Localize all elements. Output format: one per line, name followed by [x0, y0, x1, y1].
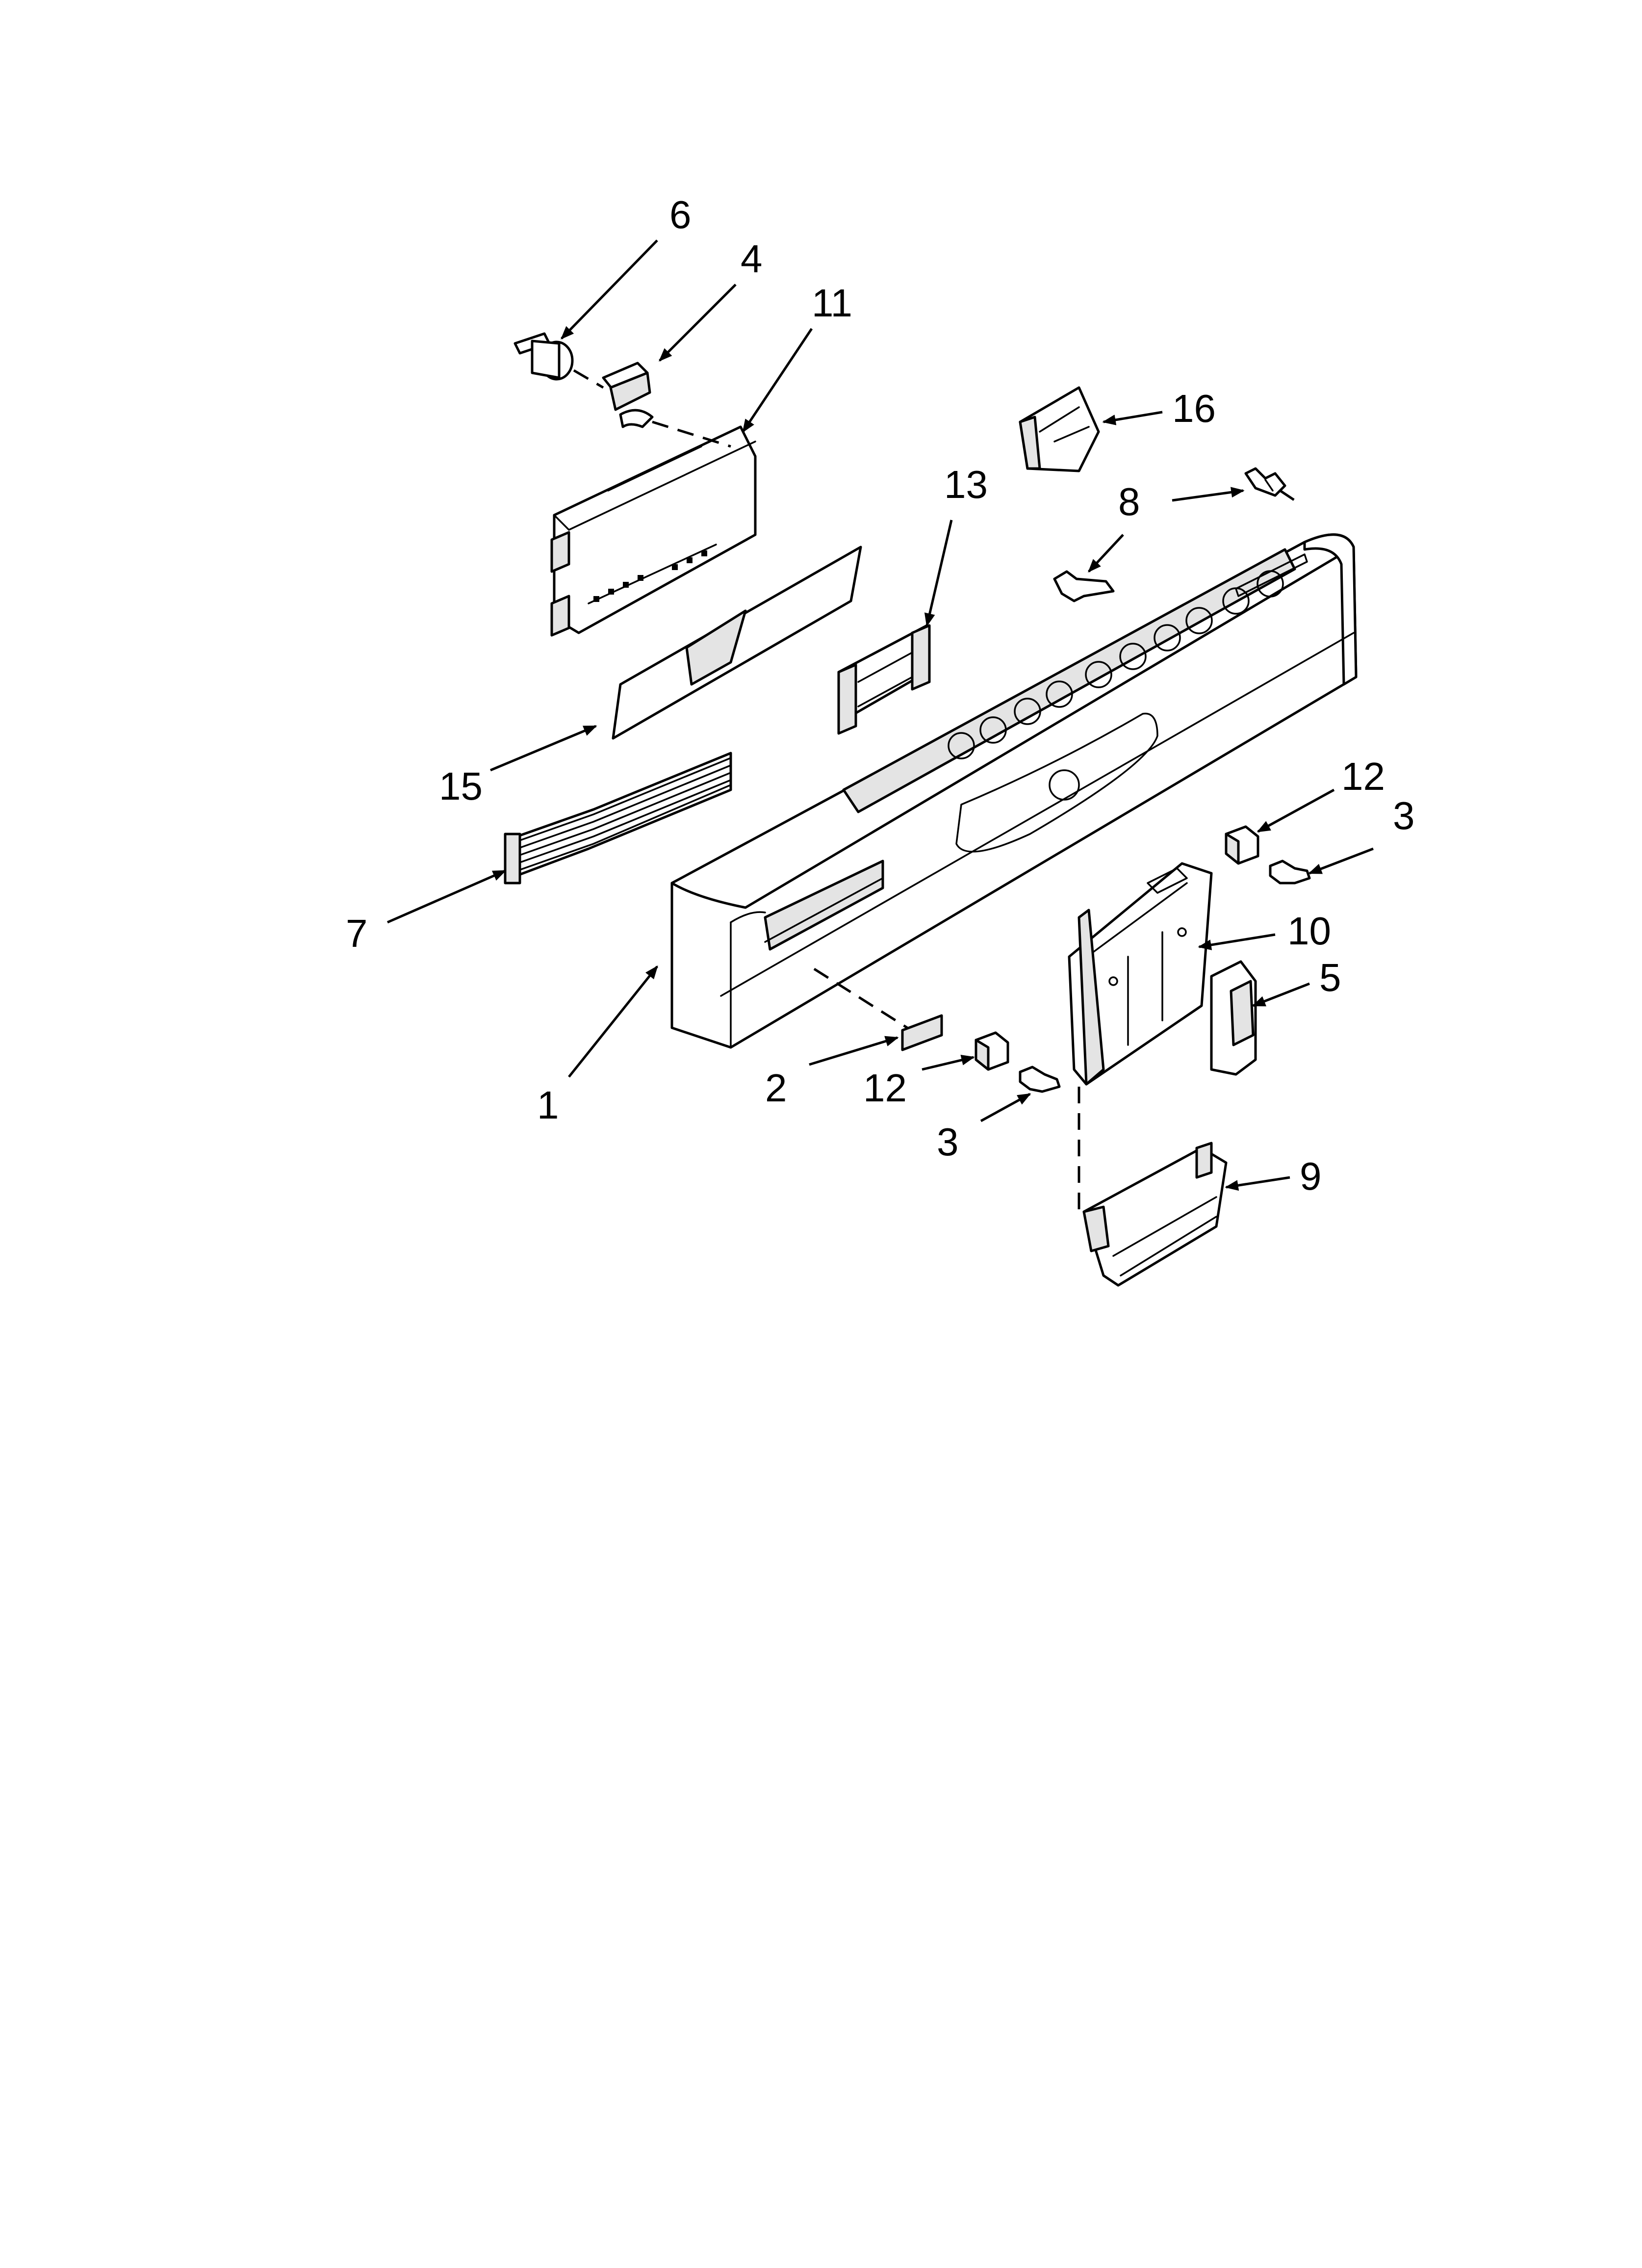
callout-16: 16: [1172, 387, 1216, 430]
callout-11: 11: [812, 281, 852, 325]
callout-5: 5: [1319, 956, 1341, 999]
handle-bracket-part: [1082, 1142, 1228, 1287]
assembly-dashed-lines: [573, 369, 1296, 1212]
callout-3-left: 3: [937, 1120, 959, 1164]
ribbon-cable-part: [504, 752, 732, 885]
callout-9: 9: [1300, 1154, 1322, 1198]
bracket-part: [837, 624, 931, 735]
callout-6: 6: [669, 193, 692, 236]
console-panel-part: [670, 533, 1358, 1049]
callout-labels: 6 4 11 16 13 8 15 12 3 7 10 5 1 2 12 3 9: [346, 193, 1415, 1198]
screw-part-upper: [1244, 467, 1286, 497]
callout-13: 13: [944, 463, 988, 506]
callout-15: 15: [439, 764, 483, 808]
leader-arrows: [386, 239, 1374, 1191]
callout-7: 7: [346, 912, 368, 955]
callout-4: 4: [741, 237, 763, 281]
clip-housing-part: [1019, 386, 1100, 472]
clip-part-right: [1225, 825, 1259, 865]
screw-part-right: [1269, 860, 1311, 885]
callout-8: 8: [1118, 480, 1140, 523]
shield-part: [612, 546, 862, 740]
control-board-part: [550, 425, 757, 637]
label-part: [901, 1014, 943, 1051]
callout-1: 1: [537, 1083, 559, 1127]
clip-part-left: [975, 1031, 1009, 1071]
mounting-bracket-part: [1068, 862, 1213, 1086]
callout-10: 10: [1287, 909, 1331, 953]
callout-2: 2: [765, 1066, 787, 1110]
sensor-part: [513, 332, 574, 381]
callout-3-right: 3: [1393, 794, 1415, 837]
screw-part-left: [1019, 1066, 1061, 1093]
switch-holder-part: [1210, 960, 1257, 1076]
callout-12-right: 12: [1341, 755, 1385, 798]
callout-12-left: 12: [863, 1066, 907, 1110]
sensor-clip-part: [602, 362, 654, 428]
screw-part-lower: [1053, 570, 1115, 602]
